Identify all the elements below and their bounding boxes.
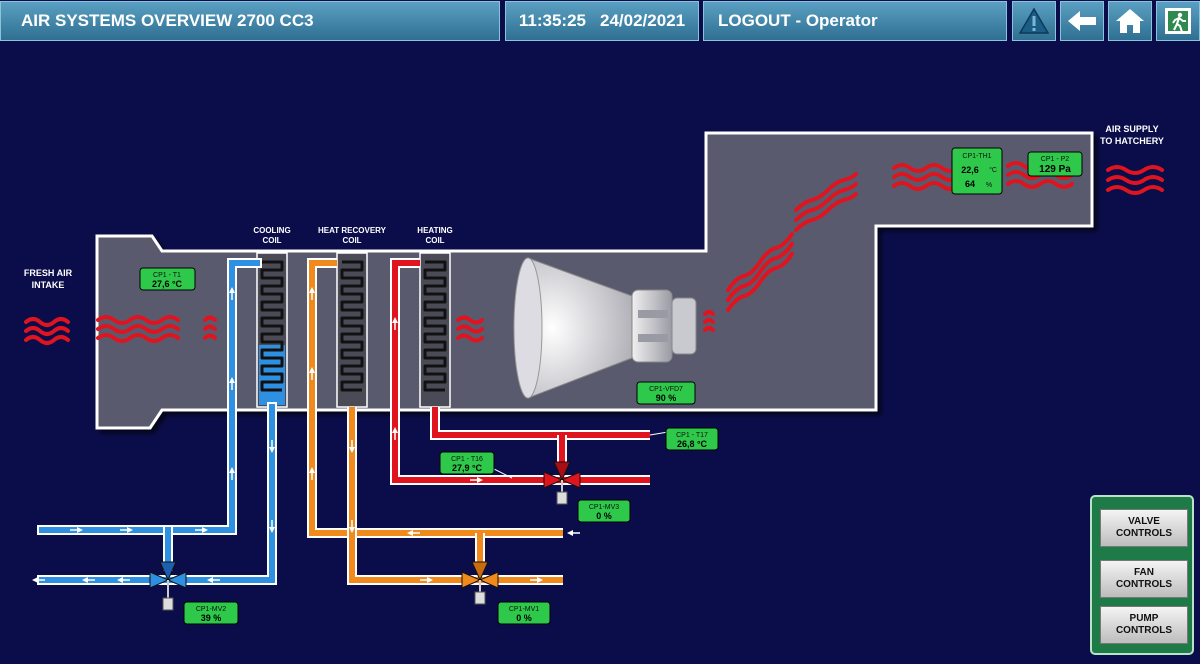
cooling-coil[interactable] [256,252,288,408]
page-title: AIR SYSTEMS OVERVIEW 2700 CC3 [0,1,500,41]
airflow-wave-intake [24,317,70,345]
datetime-display: 11:35:25 24/02/2021 [505,1,699,41]
fresh-air-label-2: INTAKE [32,280,65,290]
clock-date: 24/02/2021 [600,11,686,30]
top-bar: AIR SYSTEMS OVERVIEW 2700 CC3 11:35:25 2… [0,0,1200,44]
heating-pipes [390,258,650,485]
logout-button[interactable]: LOGOUT - Operator [703,1,1007,41]
svg-text:CP1 - T17: CP1 - T17 [676,432,708,439]
airflow-wave-2 [203,315,217,340]
svg-text:90 %: 90 % [656,393,677,403]
sensor-tag-p2[interactable]: CP1 - P2 129 Pa [1027,151,1083,177]
heating-coil-label-2: COIL [425,236,444,245]
heat-recovery-coil[interactable] [336,252,368,408]
valve-tag-mv2[interactable]: CP1-MV2 39 % [183,601,239,625]
valve-controls-button[interactable]: VALVE CONTROLS [1100,509,1188,547]
controls-panel: VALVE CONTROLS FAN CONTROLS PUMP CONTROL… [1090,495,1194,655]
home-icon [1116,9,1144,33]
svg-text:129 Pa: 129 Pa [1039,164,1071,175]
duct-labels: FRESH AIR INTAKE AIR SUPPLY TO HATCHERY … [24,124,1164,290]
flow-arrows [32,287,580,583]
back-button[interactable] [1060,1,1104,41]
clock-time: 11:35:25 [518,11,587,30]
airflow-wave-1 [96,315,180,343]
air-supply-label-1: AIR SUPPLY [1105,124,1158,134]
svg-text:%: % [986,182,992,189]
alarm-button[interactable] [1012,1,1056,41]
svg-text:CP1-MV2: CP1-MV2 [196,606,226,613]
svg-text:27,9 °C: 27,9 °C [452,463,483,473]
airflow-wave-rise-2 [794,172,858,232]
svg-text:CP1-MV1: CP1-MV1 [509,606,539,613]
air-handling-diagram: FRESH AIR INTAKE AIR SUPPLY TO HATCHERY … [24,124,1164,625]
heat-recovery-label-2: COIL [342,236,361,245]
svg-text:26,8 °C: 26,8 °C [677,439,708,449]
exit-button[interactable] [1156,1,1200,41]
svg-text:0 %: 0 % [516,613,532,623]
svg-text:CP1-MV3: CP1-MV3 [589,504,619,511]
airflow-wave-4 [703,310,715,332]
fresh-air-label-1: FRESH AIR [24,268,73,278]
fan-controls-button[interactable]: FAN CONTROLS [1100,560,1188,598]
heating-coil[interactable] [419,252,451,408]
sensor-tag-th1[interactable]: CP1-TH1 22,6 °C 64 % [951,147,1003,195]
sensor-tag-t17[interactable]: CP1 - T17 26,8 °C [665,427,719,451]
valve-tag-mv3[interactable]: CP1-MV3 0 % [577,499,631,523]
svg-text:CP1 - P2: CP1 - P2 [1041,156,1070,163]
valve-mv2[interactable] [149,561,187,611]
tag-leaders [491,431,669,479]
warning-icon [1019,7,1049,34]
heating-coil-label-1: HEATING [417,226,452,235]
airflow-wave-3 [456,315,484,343]
heat-recovery-label-1: HEAT RECOVERY [318,226,387,235]
svg-text:CP1 - T1: CP1 - T1 [153,272,181,279]
sensor-tag-t1[interactable]: CP1 - T1 27,6 °C [139,267,196,291]
valve-mv3[interactable] [543,461,581,505]
cooling-coil-label-1: COOLING [253,226,290,235]
svg-text:CP1 - T16: CP1 - T16 [451,456,483,463]
svg-text:CP1-VFD7: CP1-VFD7 [649,386,683,393]
svg-text:39 %: 39 % [201,613,222,623]
valve-mv1[interactable] [461,561,499,605]
svg-text:0 %: 0 % [596,511,612,521]
supply-fan[interactable] [513,257,697,399]
pump-controls-button[interactable]: PUMP CONTROLS [1100,606,1188,644]
svg-text:27,6 °C: 27,6 °C [152,279,183,289]
back-arrow-icon [1068,11,1096,31]
air-supply-label-2: TO HATCHERY [1100,136,1164,146]
svg-text:°C: °C [989,166,997,174]
sensor-tag-t16[interactable]: CP1 - T16 27,9 °C [439,451,495,475]
fan-tag-vfd7[interactable]: CP1-VFD7 90 % [636,381,696,405]
svg-text:22,6: 22,6 [961,165,979,175]
airflow-wave-rise-1 [726,232,794,312]
valve-tag-mv1[interactable]: CP1-MV1 0 % [497,601,551,625]
cooling-coil-label-2: COIL [262,236,281,245]
svg-text:CP1-TH1: CP1-TH1 [962,153,991,160]
airflow-wave-supply [1106,165,1164,195]
exit-icon [1165,8,1191,34]
svg-text:64: 64 [965,179,975,189]
home-button[interactable] [1108,1,1152,41]
